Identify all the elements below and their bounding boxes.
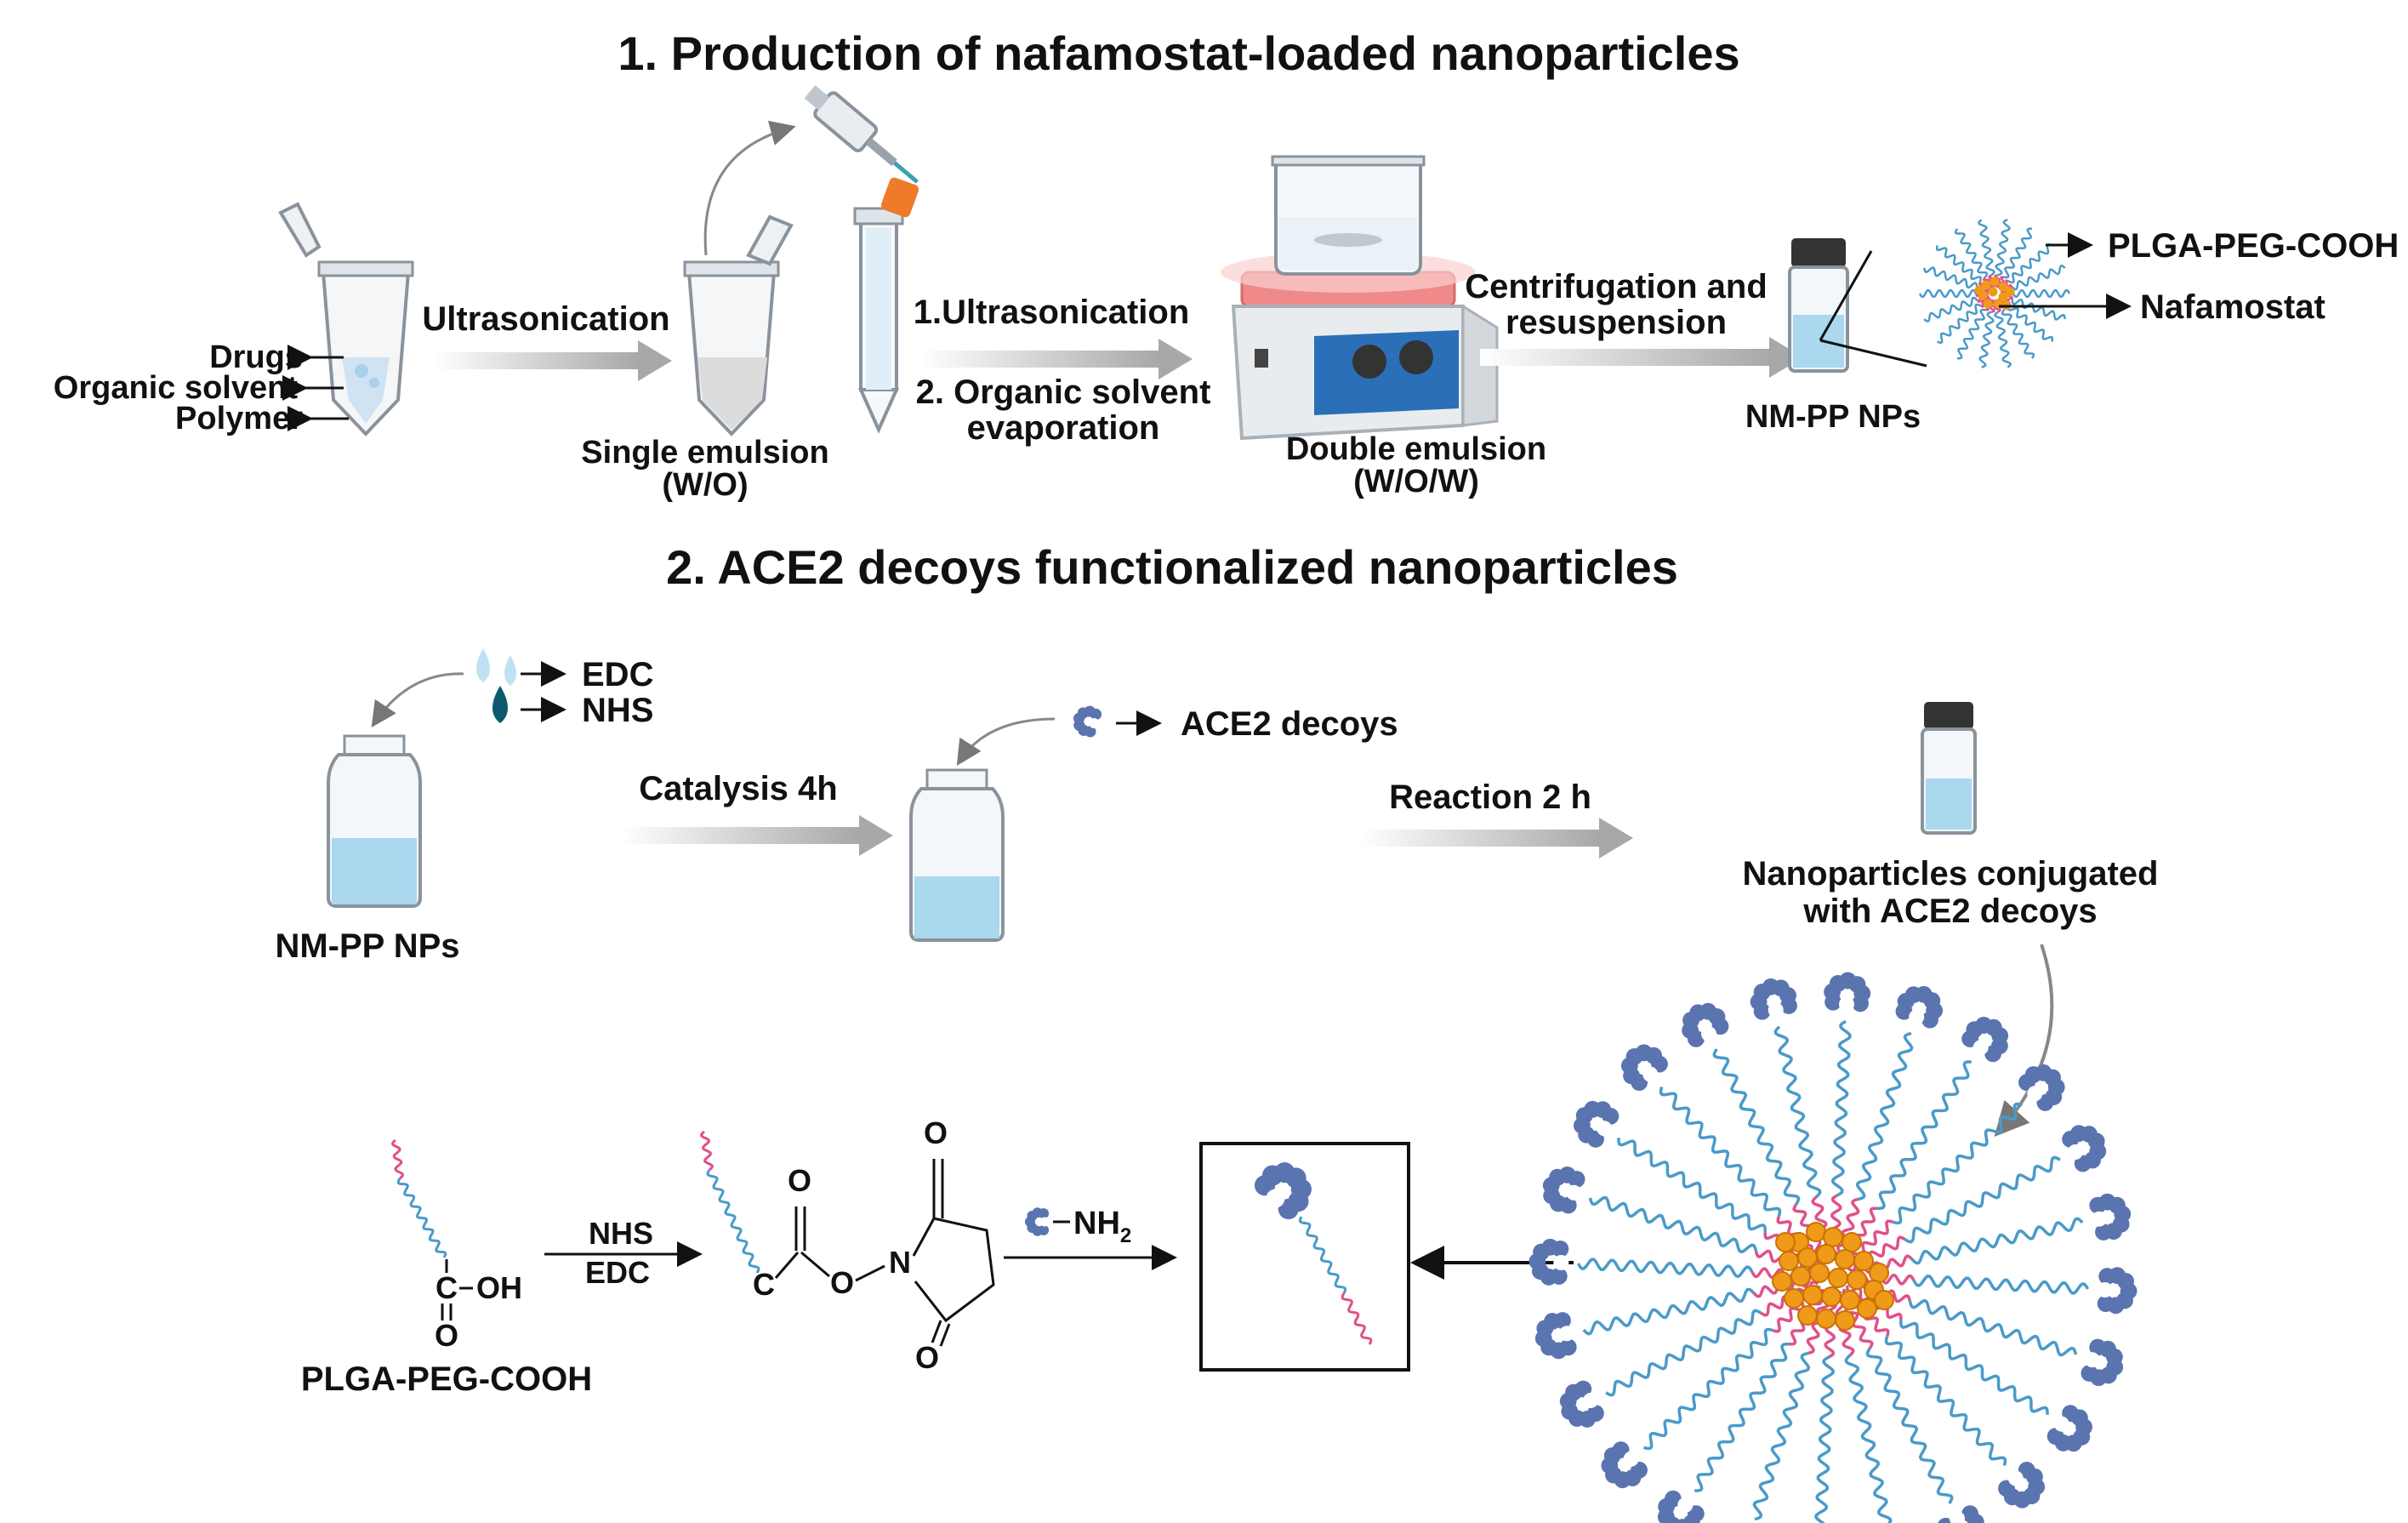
plga-peg-cooh-label: PLGA-PEG-COOH xyxy=(2108,227,2399,265)
process-arrow-5 xyxy=(1361,818,1633,858)
nitrogen-atom: N xyxy=(889,1245,911,1280)
reagent-drops-icon xyxy=(476,648,516,723)
step3-line1: Centrifugation and xyxy=(1465,268,1768,305)
polymer-label: Polymer xyxy=(175,401,303,436)
eppendorf-tube-icon xyxy=(278,202,414,436)
nm-pp-nps-label-2: NM-PP NPs xyxy=(275,927,459,965)
conjugate-chain-icon xyxy=(1254,1162,1373,1345)
single-emulsion-type: (W/O) xyxy=(662,467,748,503)
amine-label: NH2 xyxy=(1073,1206,1131,1247)
carbon-atom-1: C xyxy=(435,1270,458,1305)
activated-chain-icon xyxy=(700,1130,760,1274)
step2-line2: 2. Organic solvent xyxy=(916,374,1211,411)
emulsion-tube-icon xyxy=(683,120,796,436)
section2-title: 2. ACE2 decoys functionalized nanopartic… xyxy=(666,540,1678,594)
plga-peg-chain-icon xyxy=(391,1138,447,1258)
oxygen-atom-3: O xyxy=(830,1265,854,1300)
bottle-icon xyxy=(327,734,422,908)
ace2-decoy-amine-icon xyxy=(1024,1207,1050,1236)
final-vial-icon xyxy=(1921,702,1977,835)
final-label-line2: with ACE2 decoys xyxy=(1802,893,2097,930)
process-arrow-1 xyxy=(434,340,672,381)
oxygen-atom-2: O xyxy=(788,1163,811,1198)
oxygen-atom-5: O xyxy=(915,1340,939,1375)
step2-line3: evaporation xyxy=(967,409,1160,447)
decorated-nanoparticle-icon xyxy=(1528,972,2138,1523)
tube-labels: Drugs Organic solvent Polymer xyxy=(54,339,349,436)
nhs-reagent-label: NHS xyxy=(589,1216,653,1251)
carboxyl-group: C OH O xyxy=(435,1259,522,1353)
process-arrow-2 xyxy=(920,339,1193,379)
nm-pp-nps-label-1: NM-PP NPs xyxy=(1745,399,1921,435)
catalysis-label: Catalysis 4h xyxy=(639,770,837,807)
nhs-ester-structure: C O O N O O xyxy=(753,1115,995,1375)
carbon-atom-2: C xyxy=(753,1267,775,1302)
edc-reagent-label: EDC xyxy=(585,1255,650,1290)
oxygen-atom-1: O xyxy=(435,1318,458,1353)
vial-icon xyxy=(1788,238,1849,373)
process-arrow-4 xyxy=(621,815,893,856)
plga-peg-cooh-reactant-label: PLGA-PEG-COOH xyxy=(301,1360,592,1398)
bottle-icon-2 xyxy=(909,768,1005,942)
nafamostat-label: Nafamostat xyxy=(2140,288,2325,326)
falcon-tube-icon xyxy=(853,177,919,434)
ultrasonication-label: Ultrasonication xyxy=(422,300,669,338)
oxygen-atom-4: O xyxy=(924,1115,948,1150)
single-emulsion-label: Single emulsion xyxy=(581,435,828,471)
step2-line1: 1.Ultrasonication xyxy=(914,294,1190,331)
edc-label: EDC xyxy=(582,656,653,693)
ace2-decoys-label: ACE2 decoys xyxy=(1181,705,1398,743)
nanoparticle-small-icon xyxy=(1918,219,2071,368)
organic-solvent-label: Organic solvent xyxy=(54,370,299,406)
nhs-label: NHS xyxy=(582,692,653,729)
hydroxyl-label: OH xyxy=(476,1270,522,1305)
reaction-label: Reaction 2 h xyxy=(1389,779,1591,816)
step3-line2: resuspension xyxy=(1506,304,1727,341)
ace2-decoy-icon xyxy=(1073,705,1102,738)
double-emulsion-type: (W/O/W) xyxy=(1353,464,1479,499)
drugs-label: Drugs xyxy=(209,339,303,375)
process-arrow-3 xyxy=(1480,337,1803,378)
hotplate-stirrer-icon xyxy=(1221,155,1499,441)
double-emulsion-label: Double emulsion xyxy=(1286,431,1546,467)
syringe-icon xyxy=(804,85,919,184)
section1-title: 1. Production of nafamostat-loaded nanop… xyxy=(618,26,1739,80)
final-label-line1: Nanoparticles conjugated xyxy=(1743,855,2159,893)
